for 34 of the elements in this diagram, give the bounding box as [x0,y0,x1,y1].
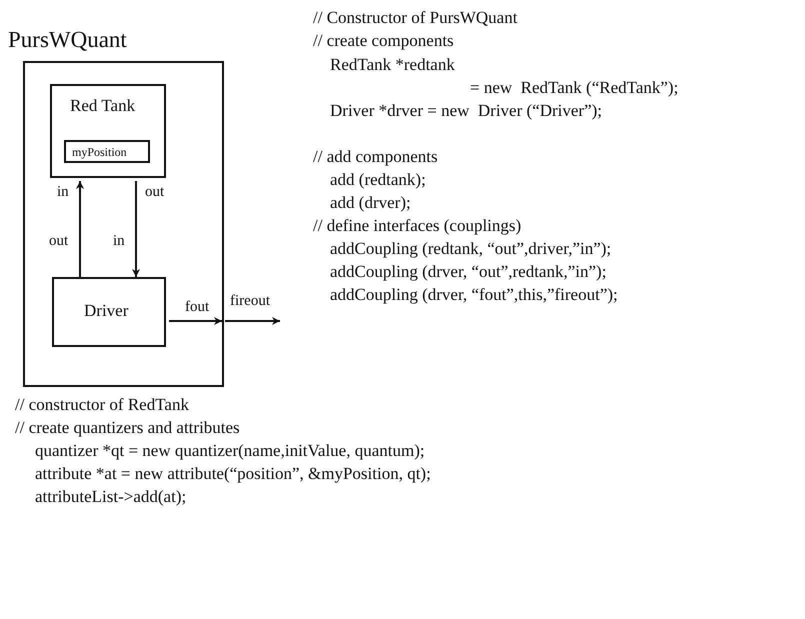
code-line: attribute *at = new attribute(“position”, &myPosition, qt); [35,464,431,484]
code-line: add (redtank); [330,170,426,190]
component-name: Red Tank [70,96,136,116]
component-box [50,84,166,178]
code-line: attributeList->add(at); [35,487,186,507]
code-line: RedTank *redtank [330,55,455,75]
code-line: add (drver); [330,193,411,213]
port-label: out [49,232,68,251]
code-line: = new RedTank (“RedTank”); [470,78,678,98]
code-line: // Constructor of PursWQuant [313,8,518,28]
code-line: Driver *drver = new Driver (“Driver”); [330,101,602,121]
code-line: // create components [313,31,454,51]
port-label: in [57,183,69,202]
component-name: myPosition [72,145,127,160]
port-label: fireout [230,292,270,311]
port-label: fout [185,298,210,317]
component-name: Driver [84,301,128,321]
code-line: addCoupling (redtank, “out”,driver,”in”); [330,239,612,259]
arrow [225,317,280,325]
port-label: out [145,183,164,202]
model-title: PursWQuant [8,26,127,54]
component-box [52,277,166,347]
attribute-box [64,140,150,163]
code-line: addCoupling (drver, “fout”,this,”fireout”); [330,285,618,305]
code-line: // define interfaces (couplings) [313,216,522,236]
code-line: // create quantizers and attributes [15,418,240,438]
arrow [169,317,222,325]
arrow [132,181,140,277]
code-line: // constructor of RedTank [15,395,189,415]
code-line: // add components [313,147,438,167]
code-line: addCoupling (drver, “out”,redtank,”in”); [330,262,606,282]
port-label: in [113,232,125,251]
arrow [76,181,84,277]
code-line: quantizer *qt = new quantizer(name,initValue, quantum); [35,441,425,461]
